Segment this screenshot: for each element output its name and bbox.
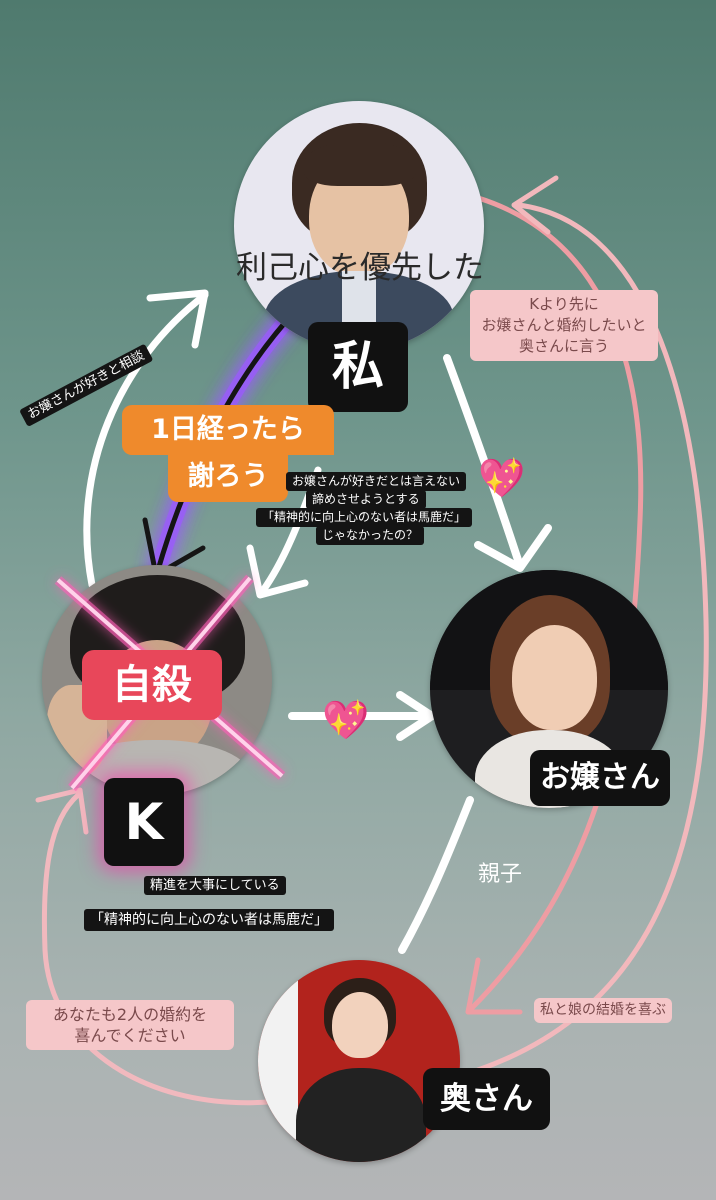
sparkling-heart-icon: 💖 [478, 456, 526, 500]
arrow-okusan-to-k [41, 792, 271, 1106]
portrait-watashi [234, 101, 484, 351]
label-apology-1: 1日経ったら [122, 405, 334, 455]
portrait-okusan [258, 960, 460, 1162]
k-trait-2: 「精神的に向上心のない者は馬鹿だ」 [84, 909, 334, 931]
sparkling-heart-icon: 💖 [322, 698, 370, 742]
label-watashi-to-k-line-4: じゃなかったの？ [316, 526, 425, 545]
caption-watashi: 利己心を優先した [236, 250, 484, 286]
label-okusan-to-k: あなたも2人の婚約を 喜んでください [26, 1000, 234, 1050]
overlay-suicide: 自殺 [82, 650, 222, 720]
k-trait-1: 精進を大事にしている [144, 876, 286, 895]
arrow-k-to-watashi [83, 291, 209, 589]
label-ojousan: お嬢さん [530, 750, 670, 806]
label-okusan-to-k-line-2: 喜んでください [74, 1026, 186, 1045]
label-k: K [104, 778, 184, 866]
label-watashi-to-okusan-line-2: お嬢さんと婚約したいと [481, 316, 647, 334]
label-okusan-to-k-line-1: あなたも2人の婚約を [52, 1005, 208, 1024]
label-okusan-ojousan: 親子 [478, 862, 523, 887]
label-okusan-to-watashi: 私と娘の結婚を喜ぶ [534, 998, 672, 1023]
label-watashi: 私 [308, 322, 408, 412]
label-watashi-to-okusan-line-3: 奥さんに言う [518, 337, 609, 355]
label-apology-2: 謝ろう [168, 452, 288, 502]
label-watashi-to-okusan-line-1: Kより先に [529, 295, 599, 313]
line-okusan-ojousan [398, 796, 474, 954]
label-okusan: 奥さん [423, 1068, 550, 1130]
label-watashi-to-k-line-2: 諦めさせようとする [306, 490, 426, 509]
portrait-ojousan [430, 570, 668, 808]
arrow-watashi-to-okusan [442, 187, 644, 1013]
label-watashi-to-k-line-1: お嬢さんが好きだとは言えない [286, 472, 467, 491]
label-watashi-to-okusan: Kより先に お嬢さんと婚約したいと 奥さんに言う [470, 290, 658, 361]
label-watashi-to-k-line-3: 「精神的に向上心のない者は馬鹿だ」 [256, 508, 473, 527]
arrow-watashi-to-ojousan [443, 354, 522, 564]
